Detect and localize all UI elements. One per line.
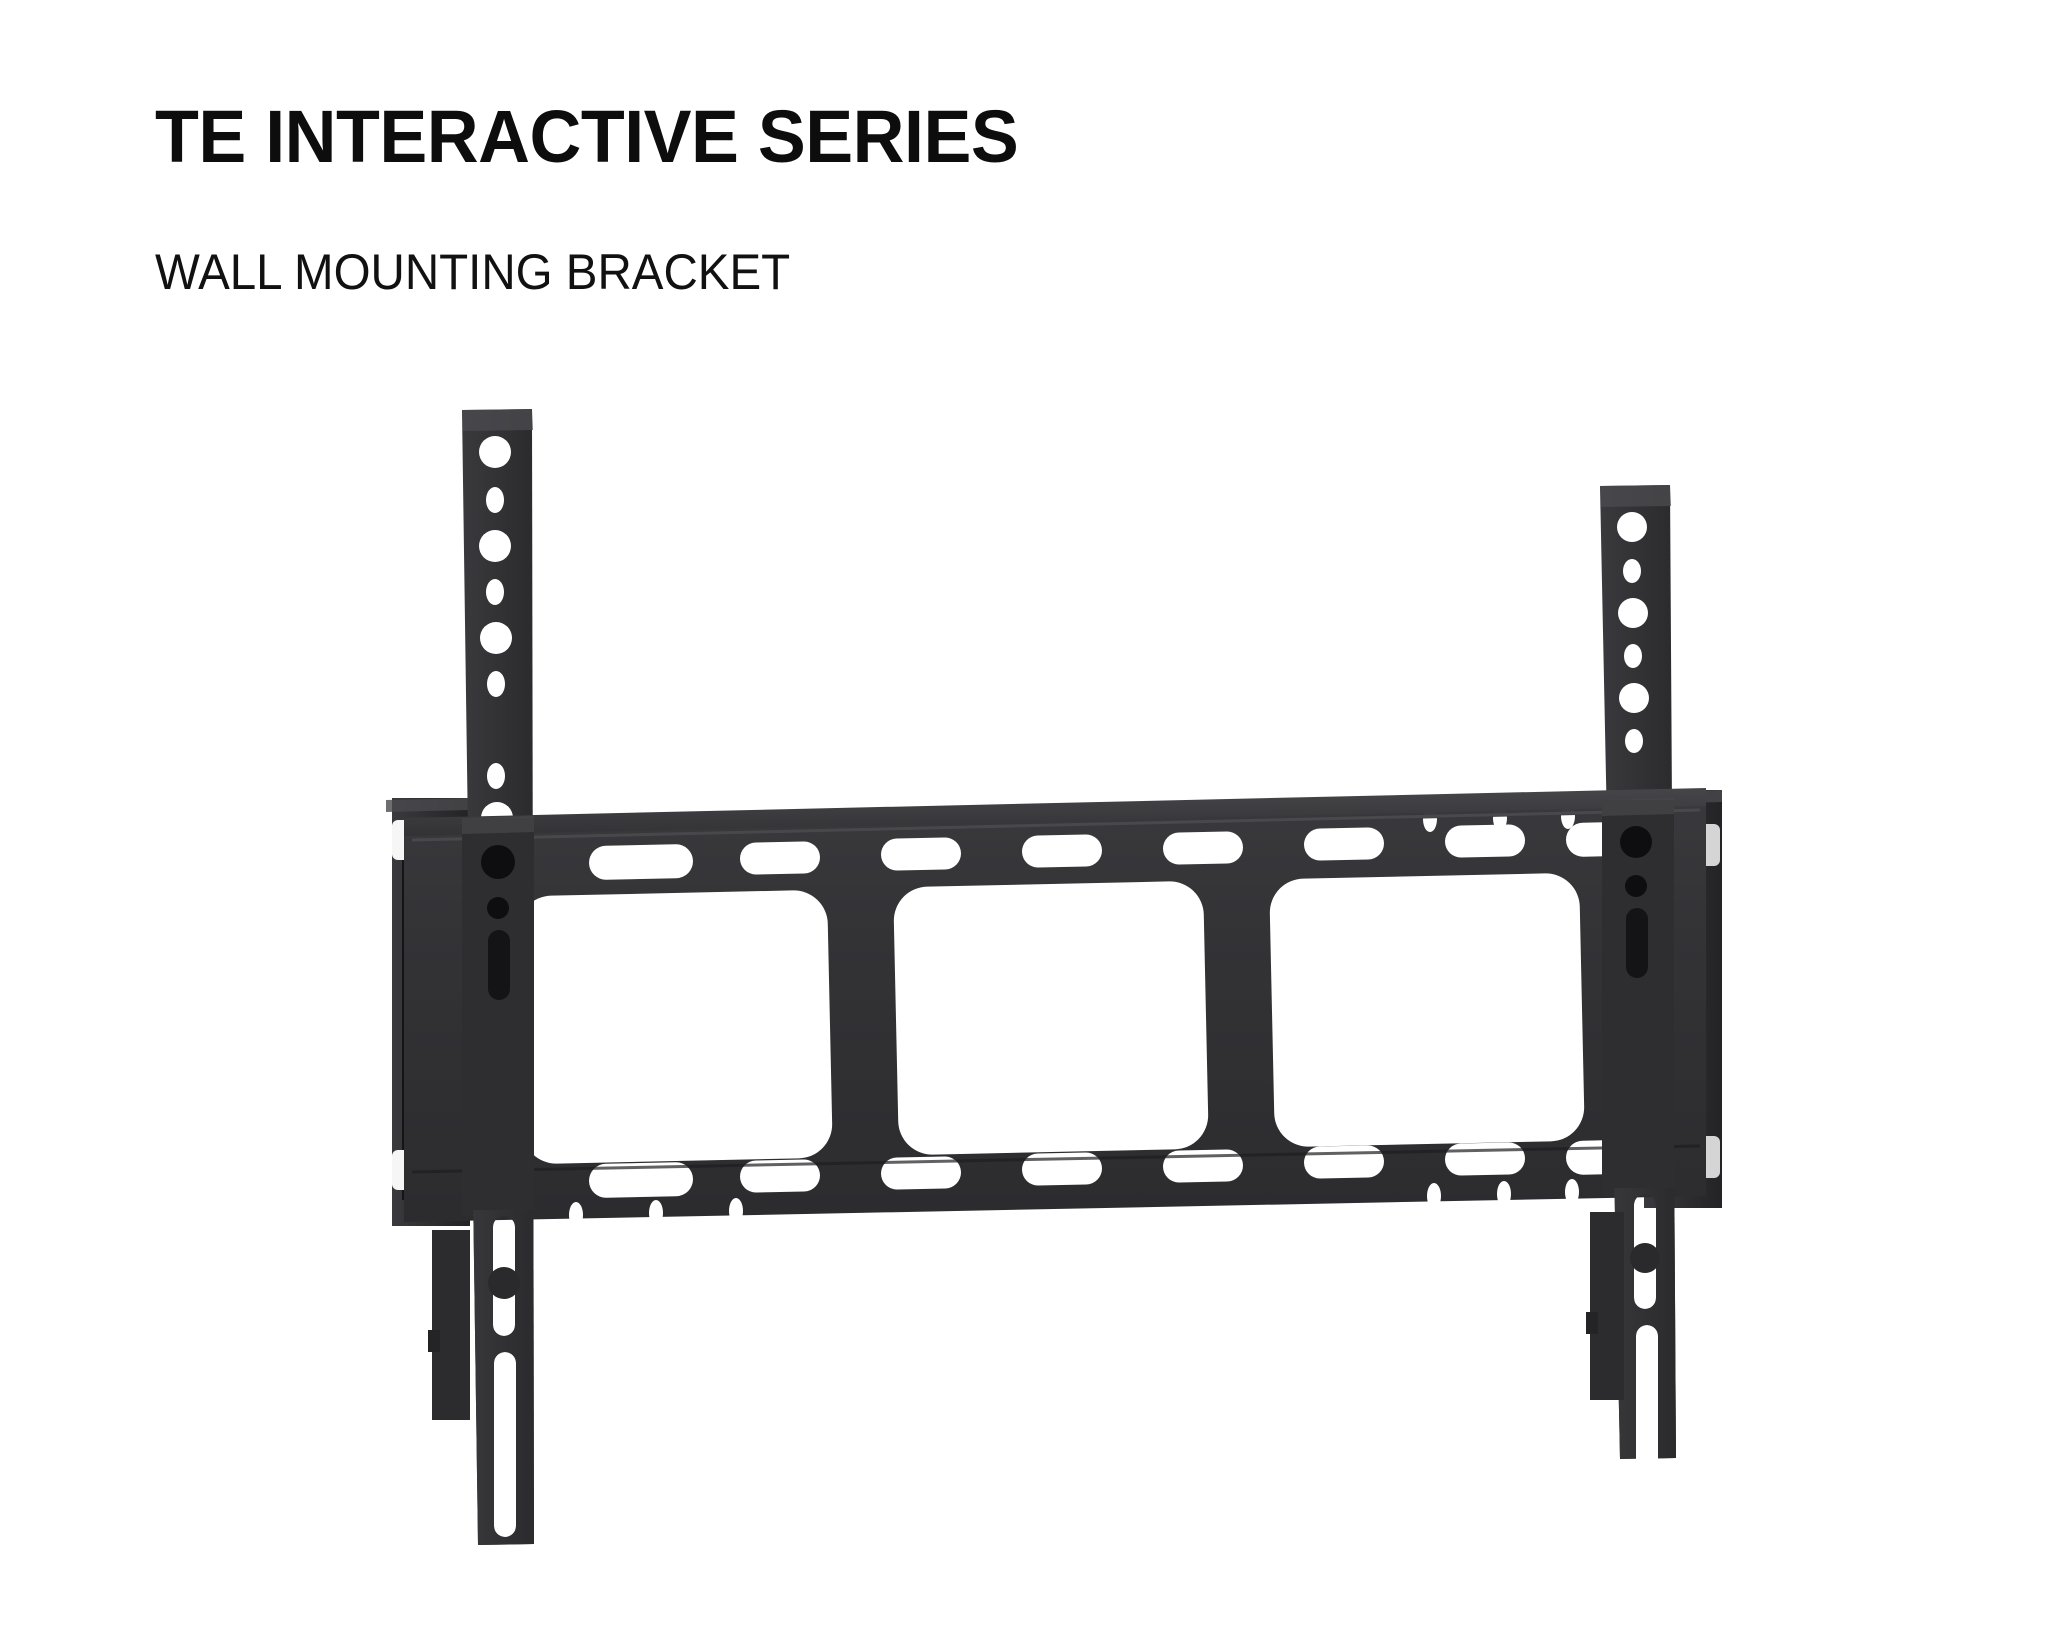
right-bracket-lower-tab (1586, 1212, 1624, 1400)
page-title: TE INTERACTIVE SERIES (155, 95, 1019, 178)
right-rail-crossing (1602, 798, 1674, 1196)
left-bracket-lower-tab (428, 1230, 470, 1420)
left-rail-crossing (462, 816, 534, 1216)
main-wall-plate (380, 760, 1740, 1260)
page-subtitle: WALL MOUNTING BRACKET (155, 244, 791, 300)
